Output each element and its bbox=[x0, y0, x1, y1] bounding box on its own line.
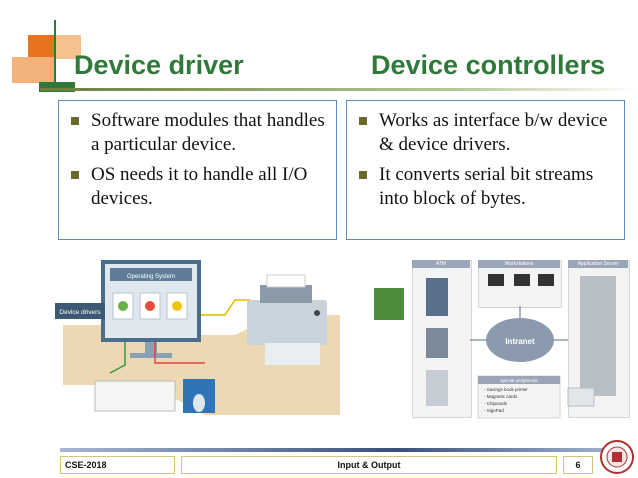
device-drivers-callout bbox=[55, 303, 105, 319]
intranet-cloud bbox=[486, 318, 554, 362]
square-bullet-icon bbox=[71, 171, 79, 179]
printer-icon bbox=[247, 300, 327, 345]
gear-icon bbox=[172, 301, 182, 311]
device-driver-box: Software modules that handles a particul… bbox=[58, 100, 337, 240]
footer-course: CSE-2018 bbox=[60, 456, 175, 474]
device-driver-illustration: Operating System Device drivers bbox=[55, 260, 340, 415]
gear-icon bbox=[118, 301, 128, 311]
bullet-item: Works as interface b/w device & device d… bbox=[353, 109, 618, 157]
workstation-icon bbox=[488, 274, 504, 286]
square-bullet-icon bbox=[71, 117, 79, 125]
square-bullet-icon bbox=[359, 117, 367, 125]
app-server-label: Application Server bbox=[568, 260, 628, 268]
kiosk-icon bbox=[426, 328, 448, 358]
footer-topic: Input & Output bbox=[181, 456, 557, 474]
bullet-item: It converts serial bit streams into bloc… bbox=[353, 163, 618, 211]
svg-text:special peripherals: special peripherals bbox=[500, 378, 538, 383]
workstation-icon bbox=[538, 274, 554, 286]
university-seal-icon bbox=[600, 440, 634, 474]
footer-rule bbox=[60, 448, 620, 452]
bullet-item: Software modules that handles a particul… bbox=[65, 109, 330, 157]
card-reader-icon bbox=[567, 387, 595, 407]
terminal-icon bbox=[426, 370, 448, 406]
footer-page-number: 6 bbox=[563, 456, 593, 474]
title-device-controllers: Device controllers bbox=[371, 50, 606, 80]
network-diagram: ATM Workstations Application Server Intr… bbox=[368, 258, 630, 420]
title-device-driver: Device driver bbox=[74, 50, 244, 80]
svg-text:Intranet: Intranet bbox=[505, 337, 535, 346]
svg-text:- Chipcards: - Chipcards bbox=[484, 401, 508, 406]
keyboard-icon bbox=[94, 380, 176, 412]
workstation-icon bbox=[514, 274, 530, 286]
bullet-item: OS needs it to handle all I/O devices. bbox=[65, 163, 330, 211]
device-controllers-box: Works as interface b/w device & device d… bbox=[346, 100, 625, 240]
svg-text:Device drivers: Device drivers bbox=[59, 309, 101, 316]
network-graphics: Intranet special peripherals - Savings b… bbox=[374, 274, 616, 419]
square-bullet-icon bbox=[359, 171, 367, 179]
monitor-title: Operating System bbox=[127, 274, 175, 280]
svg-text:- Savings book printer: - Savings book printer bbox=[484, 387, 528, 392]
svg-text:- SignPad: - SignPad bbox=[484, 408, 504, 413]
atm-label: ATM bbox=[412, 260, 470, 268]
gear-icon bbox=[145, 301, 155, 311]
circuit-board-icon bbox=[374, 288, 404, 320]
title-underline bbox=[40, 88, 638, 91]
server-rack-icon bbox=[580, 276, 616, 396]
workstations-label: Workstations bbox=[478, 260, 560, 268]
svg-text:- Magnetic cards: - Magnetic cards bbox=[484, 394, 518, 399]
atm-machine-icon bbox=[426, 278, 448, 316]
